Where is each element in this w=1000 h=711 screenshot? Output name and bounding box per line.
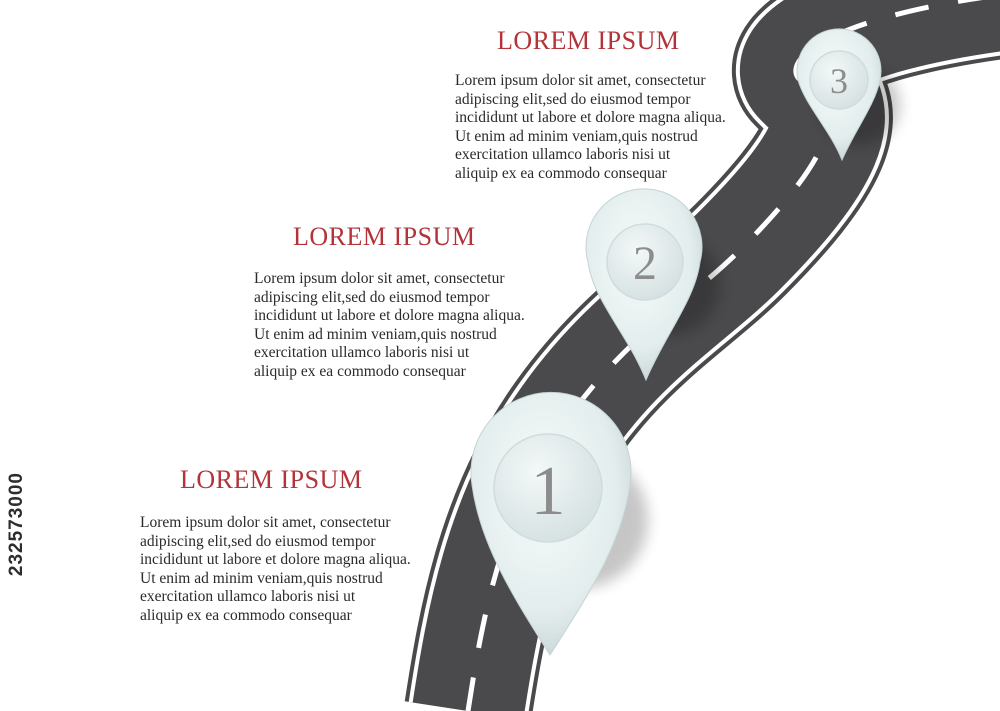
step-2-description: Lorem ipsum dolor sit amet, consectetur … (254, 270, 525, 382)
step-1-title: LOREM IPSUM (180, 465, 363, 494)
pin-number: 3 (830, 61, 848, 101)
description-line: Ut enim ad minim veniam,quis nostrud (140, 569, 383, 587)
map-pin-icon: 2 (585, 188, 720, 382)
description-line: adipiscing elit,sed do eiusmod tempor (455, 90, 691, 108)
stock-id-label: 232573000 (6, 472, 27, 577)
description-line: incididunt ut labore et dolore magna ali… (140, 551, 411, 569)
step-3-title: LOREM IPSUM (497, 26, 680, 55)
map-pin-icon: 1 (470, 391, 648, 656)
description-line: aliquip ex ea commodo consequar (455, 164, 667, 182)
description-line: exercitation ullamco laboris nisi ut (140, 588, 356, 606)
step-3-description: Lorem ipsum dolor sit amet, consectetur … (455, 72, 726, 184)
description-line: adipiscing elit,sed do eiusmod tempor (140, 532, 376, 550)
step-2-title: LOREM IPSUM (293, 222, 476, 251)
description-line: Lorem ipsum dolor sit amet, consectetur (254, 270, 505, 287)
pin-number: 1 (531, 453, 566, 530)
description-line: Lorem ipsum dolor sit amet, consectetur (140, 514, 391, 531)
description-line: adipiscing elit,sed do eiusmod tempor (254, 288, 490, 306)
description-line: aliquip ex ea commodo consequar (140, 606, 352, 624)
pin-number: 2 (633, 237, 657, 290)
description-line: exercitation ullamco laboris nisi ut (254, 344, 470, 362)
map-pin-icon: 3 (796, 28, 900, 162)
description-line: Ut enim ad minim veniam,quis nostrud (455, 127, 698, 145)
description-line: Lorem ipsum dolor sit amet, consectetur (455, 72, 706, 89)
description-line: exercitation ullamco laboris nisi ut (455, 146, 671, 164)
description-line: incididunt ut labore et dolore magna ali… (254, 307, 525, 325)
description-line: incididunt ut labore et dolore magna ali… (455, 109, 726, 127)
step-1-description: Lorem ipsum dolor sit amet, consectetur … (140, 514, 411, 626)
description-line: Ut enim ad minim veniam,quis nostrud (254, 325, 497, 343)
description-line: aliquip ex ea commodo consequar (254, 362, 466, 380)
